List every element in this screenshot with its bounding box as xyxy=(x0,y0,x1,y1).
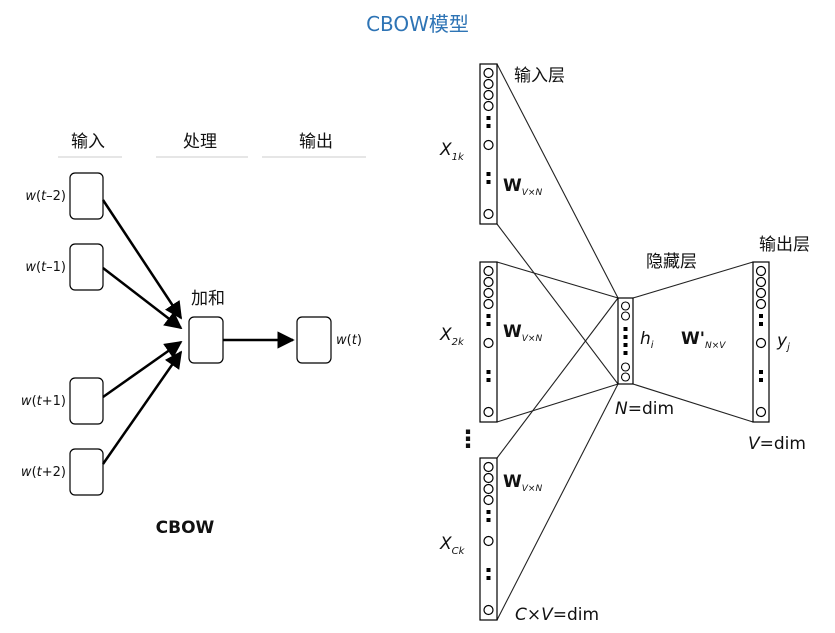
right-network-diagram: ⋮ 输入层 隐藏层 输出层 X1k X2k XCk WV×N W xyxy=(439,63,810,625)
x2k-label: X2k xyxy=(439,325,465,348)
w-vn-label-2: WV×N xyxy=(503,322,542,344)
arrow-t-minus-2-to-sum xyxy=(101,199,183,320)
output-column-ellipsis xyxy=(759,314,763,382)
w-prime-nv-label: W'N×V xyxy=(681,329,726,351)
v-dim-label: V=dim xyxy=(748,434,806,454)
output-box xyxy=(296,316,332,364)
w-vn-label-3: WV×N xyxy=(503,472,542,494)
input-label-t-plus-2: w(t+2) xyxy=(21,465,66,480)
input-column-1-nodes xyxy=(483,67,494,220)
hidden-column-nodes xyxy=(620,301,631,382)
hidden-column-ellipsis xyxy=(623,327,628,355)
output-column-nodes xyxy=(755,265,767,418)
columns-ellipsis: ⋮ xyxy=(456,425,480,453)
input-label-t-minus-2: w(t–2) xyxy=(25,189,66,204)
n-dim-label: N=dim xyxy=(615,399,674,419)
input-column-1-ellipsis xyxy=(486,116,491,184)
output-label: w(t) xyxy=(336,333,362,348)
page-title: CBOW模型 xyxy=(366,12,469,36)
x1k-label: X1k xyxy=(439,140,465,163)
output-var-label: yj xyxy=(776,331,790,353)
input-box-t-plus-1 xyxy=(69,377,104,425)
header-process: 处理 xyxy=(183,132,217,152)
arrow-t-plus-2-to-sum xyxy=(101,350,183,465)
xck-label: XCk xyxy=(439,534,466,557)
hidden-layer-label: 隐藏层 xyxy=(646,252,697,272)
input-column-c-ellipsis xyxy=(486,510,491,580)
input-label-t-plus-1: w(t+1) xyxy=(21,394,66,409)
connection-lines xyxy=(496,63,754,621)
hidden-var-label: hi xyxy=(640,329,654,351)
sum-box xyxy=(188,316,224,364)
left-cbow-diagram: 输入 处理 输出 w(t–2) w(t–1) w(t+1) w(t+2) 加和 … xyxy=(21,132,366,538)
sum-label: 加和 xyxy=(191,289,225,309)
w-vn-label-1: WV×N xyxy=(503,176,542,198)
hidden-column xyxy=(617,297,634,385)
input-box-t-minus-1 xyxy=(69,243,104,291)
input-layer-label: 输入层 xyxy=(514,66,565,86)
arrow-t-minus-1-to-sum xyxy=(102,267,183,330)
input-box-t-minus-2 xyxy=(69,172,104,220)
output-layer-label: 输出层 xyxy=(759,235,810,255)
header-output: 输出 xyxy=(299,132,333,152)
cv-dim-label: C×V=dim xyxy=(515,605,599,625)
header-input: 输入 xyxy=(71,132,105,152)
input-box-t-plus-2 xyxy=(69,448,104,496)
input-column-2-nodes xyxy=(483,265,494,418)
input-column-2-ellipsis xyxy=(486,314,491,382)
left-caption: CBOW xyxy=(156,518,215,538)
input-label-t-minus-1: w(t–1) xyxy=(25,260,66,275)
input-column-c-nodes xyxy=(483,461,494,616)
